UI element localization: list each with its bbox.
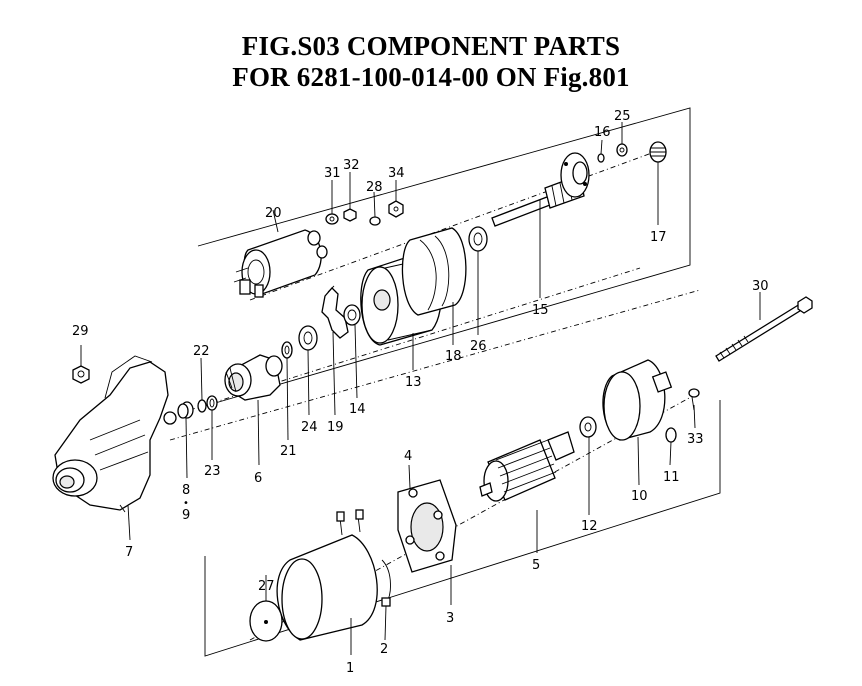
through-bolt-part-30 — [715, 296, 813, 362]
group-frame-lower — [204, 400, 721, 657]
callout-31: 31 — [324, 166, 341, 181]
pinion-clutch-part-6 — [224, 354, 283, 401]
figure-title-line1: FIG.S03 COMPONENT PARTS — [241, 31, 621, 61]
bushing-part-12 — [579, 416, 597, 438]
callout-28: 28 — [366, 180, 383, 195]
callout-2: 2 — [380, 642, 388, 657]
field-frame-part-18 — [401, 227, 467, 316]
callout-12: 12 — [581, 519, 598, 534]
cap-part-27 — [249, 600, 283, 642]
callout-16: 16 — [594, 125, 611, 140]
callout-19: 19 — [327, 420, 344, 435]
axis-line-solenoid — [249, 149, 661, 301]
callout-22: 22 — [193, 344, 210, 359]
callout-33: 33 — [687, 432, 704, 447]
ring-part-22 — [197, 399, 207, 413]
callout-15: 15 — [532, 303, 549, 318]
callout-labels: 1 2 3 4 5 6 7 8 • 9 10 11 12 13 14 15 16… — [72, 109, 769, 676]
yoke-cover-part-1 — [276, 509, 378, 641]
callout-32: 32 — [343, 158, 360, 173]
washer-part-24 — [298, 325, 318, 351]
callout-14: 14 — [349, 402, 366, 417]
screw-part-33 — [688, 388, 700, 411]
callout-11: 11 — [663, 470, 680, 485]
callout-20: 20 — [265, 206, 282, 221]
collar-part-8-9 — [177, 401, 194, 419]
callout-25: 25 — [614, 109, 631, 124]
callout-10: 10 — [631, 489, 648, 504]
group-frame-upper — [197, 107, 691, 409]
washer-part-28 — [369, 216, 381, 226]
ring-part-11 — [665, 427, 677, 443]
armature-part-5 — [479, 431, 575, 502]
callout-34: 34 — [388, 166, 405, 181]
callout-13: 13 — [405, 375, 422, 390]
callout-4: 4 — [404, 449, 412, 464]
callout-6: 6 — [254, 471, 262, 486]
ring-part-14 — [343, 304, 361, 326]
drive-housing-part-7 — [52, 355, 177, 513]
callout-24: 24 — [301, 420, 318, 435]
callout-23: 23 — [204, 464, 221, 479]
washer-part-25 — [616, 143, 628, 157]
figure-title-line2: FOR 6281-100-014-00 ON Fig.801 — [232, 62, 630, 92]
callout-1: 1 — [346, 661, 354, 676]
callout-26: 26 — [470, 339, 487, 354]
end-frame-part-10 — [602, 359, 673, 441]
leader-lines — [127, 122, 761, 655]
gear-part-17 — [649, 141, 667, 163]
callout-29: 29 — [72, 324, 89, 339]
callout-5: 5 — [532, 558, 540, 573]
nut-part-29 — [72, 345, 90, 384]
callout-18: 18 — [445, 349, 462, 364]
snap-ring-part-23 — [206, 395, 218, 411]
callout-8-9-separator: • — [183, 498, 189, 509]
shaft-part-15 — [491, 152, 590, 227]
ring-part-21 — [281, 341, 293, 359]
solenoid-part-20 — [233, 229, 328, 298]
axis-line-main — [169, 289, 701, 441]
callout-21: 21 — [280, 444, 297, 459]
callout-30: 30 — [752, 279, 769, 294]
callout-27: 27 — [258, 579, 275, 594]
nut-part-34 — [388, 200, 404, 218]
washer-part-31 — [325, 213, 339, 225]
callout-9: 9 — [182, 508, 190, 523]
callout-8: 8 — [182, 483, 190, 498]
callout-3: 3 — [446, 611, 454, 626]
brush-holder-part-3-4 — [397, 479, 457, 573]
pin-part-16 — [597, 153, 605, 163]
callout-17: 17 — [650, 230, 667, 245]
callout-7: 7 — [125, 545, 133, 560]
washer-part-26 — [468, 226, 488, 252]
shift-lever-part-19 — [321, 285, 349, 339]
nut-part-32 — [343, 208, 357, 222]
